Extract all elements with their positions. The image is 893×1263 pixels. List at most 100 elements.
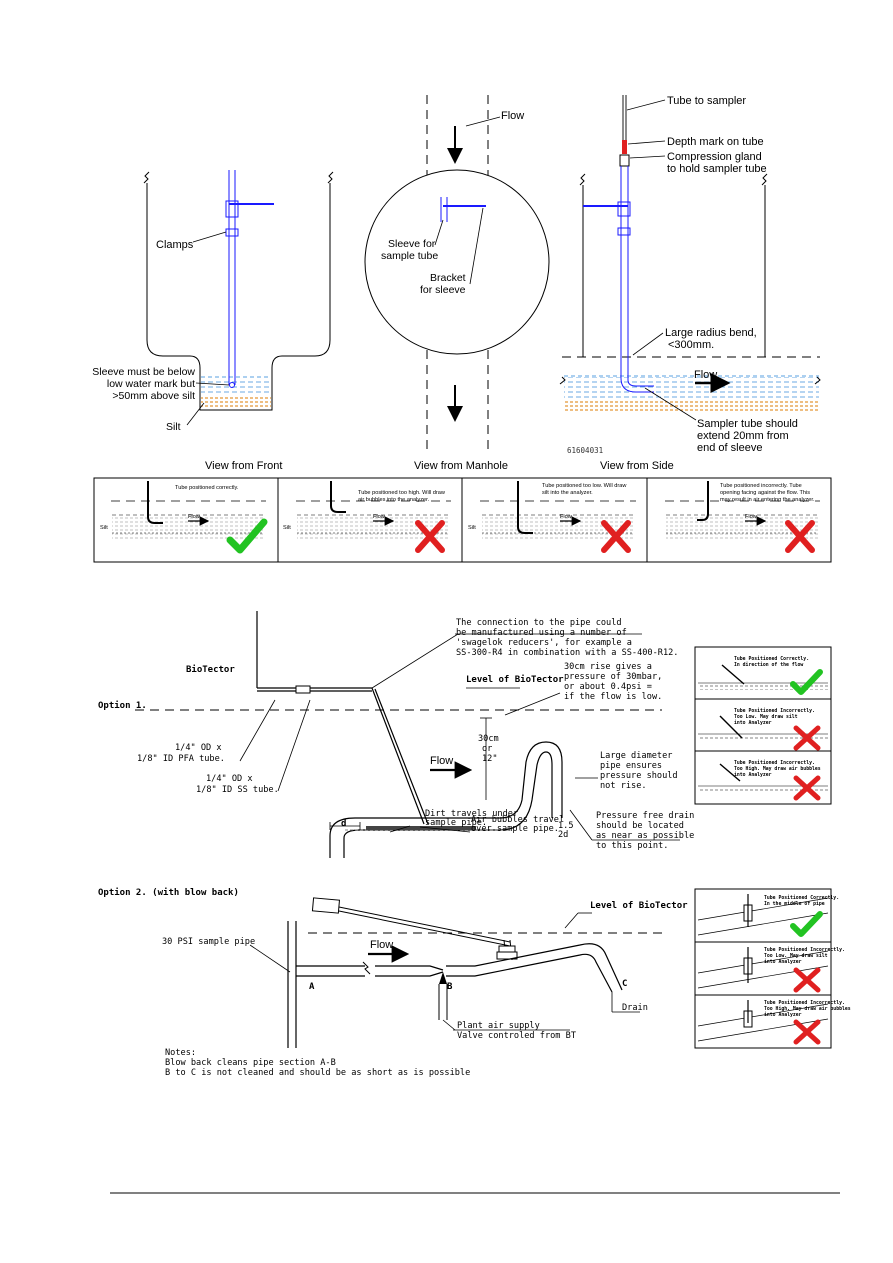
svg-text:1/8" ID SS tube.: 1/8" ID SS tube. (196, 785, 279, 795)
flow-label-option1: Flow (430, 755, 453, 767)
svg-text:should be located: should be located (596, 821, 684, 831)
view-manhole-caption: View from Manhole (414, 460, 508, 472)
svg-text:Too Low. May draw silt: Too Low. May draw silt (764, 953, 828, 959)
tube-to-sampler-label: Tube to sampler (667, 95, 746, 107)
drain-label: Drain (622, 1003, 648, 1013)
svg-text:extend 20mm from: extend 20mm from (697, 430, 789, 442)
svg-text:to this point.: to this point. (596, 841, 668, 851)
note-2: B to C is not cleaned and should be as s… (165, 1068, 470, 1078)
svg-text:to hold sampler tube: to hold sampler tube (667, 163, 767, 175)
dirt-label: Dirt travels under (425, 809, 518, 819)
svg-text:or about 0.4psi =: or about 0.4psi = (564, 682, 652, 692)
svg-text:In direction of the flow: In direction of the flow (734, 662, 803, 668)
pfa-tube-label: 1/4" OD x (175, 743, 222, 753)
svg-text:Tube Positioned Correctly.: Tube Positioned Correctly. (734, 656, 809, 662)
strip-note-3: Tube positioned too low. Will draw (542, 483, 627, 489)
figure-ref-number: 61604031 (567, 446, 603, 455)
biotector-label: BioTector (186, 664, 235, 675)
check-mark-icon (790, 911, 823, 937)
pressure-drain-note: Pressure free drain (596, 811, 694, 821)
cross-mark-icon (793, 775, 821, 801)
sleeve-label: Sleeve for (388, 238, 436, 250)
option1-check-panel: Tube Positioned Correctly. In direction … (694, 646, 832, 805)
svg-text:as near as possible: as near as possible (596, 831, 694, 841)
flow-label-manhole: Flow (501, 110, 524, 122)
check-mark-icon (790, 669, 823, 695)
svg-text:d: d (341, 819, 346, 829)
sleeve-below-label: Sleeve must be below (92, 366, 195, 378)
side-view: Flow Tube to sampler Depth mark on tube … (559, 95, 821, 472)
svg-text:In the middle of pipe: In the middle of pipe (764, 901, 825, 907)
svg-text:pressure of 30mbar,: pressure of 30mbar, (564, 672, 662, 682)
strip-note-1: Tube positioned correctly. (175, 485, 239, 491)
cross-mark-icon (415, 520, 445, 553)
svg-text:over sample pipe.: over sample pipe. (471, 824, 559, 834)
svg-text:opening facing against the flo: opening facing against the flow. This (720, 490, 810, 496)
svg-text:1/8" ID PFA tube.: 1/8" ID PFA tube. (137, 754, 225, 764)
svg-text:Silt: Silt (283, 525, 291, 531)
svg-text:C: C (622, 979, 627, 989)
silt-label: Silt (166, 421, 181, 433)
svg-text:Valve controled from BT: Valve controled from BT (457, 1031, 576, 1041)
bracket-label: Bracket (430, 272, 466, 284)
svg-text:for sleeve: for sleeve (420, 284, 466, 296)
strip-note-4: Tube positioned incorrectly. Tube (720, 483, 802, 489)
cross-mark-icon (785, 520, 815, 553)
svg-text:Tube Positioned Incorrectly.: Tube Positioned Incorrectly. (764, 947, 845, 953)
svg-text:sample pipe.: sample pipe. (425, 818, 487, 828)
ss-tube-label: 1/4" OD x (206, 774, 253, 784)
plant-air-label: Plant air supply (457, 1021, 540, 1031)
svg-text:low water mark but: low water mark but (107, 378, 195, 390)
svg-text:<300mm.: <300mm. (668, 339, 714, 351)
svg-text:SS-300-R4 in combination with: SS-300-R4 in combination with a SS-400-R… (456, 648, 678, 658)
svg-text:B: B (447, 982, 453, 992)
cross-mark-icon (793, 967, 821, 993)
svg-text:Too High. May draw air bubbles: Too High. May draw air bubbles (764, 1006, 851, 1012)
svg-text:into Analyzer: into Analyzer (734, 772, 772, 778)
rise-note: 30cm rise gives a (564, 662, 652, 672)
option2-check-panel: Tube Positioned Correctly. In the middle… (694, 888, 851, 1049)
svg-text:'swagelok reducers', for examp: 'swagelok reducers', for example a (456, 638, 632, 648)
svg-text:pressure should: pressure should (600, 771, 678, 781)
option2-diagram: Option 2. (with blow back) Level of BioT… (98, 887, 688, 1078)
cross-mark-icon (793, 1019, 821, 1045)
view-side-caption: View from Side (600, 460, 674, 472)
connection-note: The connection to the pipe could (456, 618, 622, 628)
cross-mark-icon (793, 725, 821, 751)
option2-title: Option 2. (with blow back) (98, 887, 239, 898)
svg-text:air bubbles into the analyzer.: air bubbles into the analyzer. (358, 497, 430, 503)
svg-text:Flow: Flow (373, 514, 386, 520)
manhole-view: Flow Sleeve for sample tube Bracket for … (364, 95, 550, 472)
level-biotector-label-2: Level of BioTector (590, 900, 688, 911)
option1-title: Option 1. (98, 700, 147, 711)
cross-mark-icon (601, 520, 631, 553)
option1-diagram: Option 1. BioTector Flow 30cm or 12" (98, 611, 694, 858)
svg-text:30cm: 30cm (478, 734, 499, 744)
large-diameter-note: Large diameter (600, 751, 672, 761)
svg-text:A: A (309, 982, 315, 992)
svg-text:Flow: Flow (560, 514, 573, 520)
strip-note-2: Tube positioned too high. Will draw (358, 490, 446, 496)
svg-text:into Analyzer: into Analyzer (764, 959, 802, 965)
depth-mark-label: Depth mark on tube (667, 136, 764, 148)
clamps-label: Clamps (156, 239, 194, 251)
svg-text:Too High. May draw air bubbles: Too High. May draw air bubbles (734, 766, 821, 772)
strip-panel-2: Flow Silt Tube positioned too high. Will… (283, 481, 451, 553)
svg-text:2d: 2d (558, 830, 568, 840)
svg-text:Silt: Silt (100, 525, 108, 531)
svg-text:1.5: 1.5 (558, 821, 574, 831)
svg-text:Tube Positioned Incorrectly.: Tube Positioned Incorrectly. (764, 1000, 845, 1006)
note-1: Blow back cleans pipe section A-B (165, 1058, 336, 1068)
notes-title: Notes: (165, 1048, 196, 1058)
air-bubbles-label: Air bubbles travel (471, 815, 564, 825)
svg-text:Tube Positioned Incorrectly.: Tube Positioned Incorrectly. (734, 760, 815, 766)
svg-text:>50mm above silt: >50mm above silt (112, 390, 195, 402)
svg-text:Tube Positioned Correctly.: Tube Positioned Correctly. (764, 895, 839, 901)
svg-text:silt into the analyzer.: silt into the analyzer. (542, 490, 593, 496)
svg-text:into Analyzer: into Analyzer (734, 720, 772, 726)
svg-text:12": 12" (482, 754, 498, 764)
svg-text:if the flow is low.: if the flow is low. (564, 692, 662, 702)
svg-text:pipe ensures: pipe ensures (600, 761, 662, 771)
level-biotector-label: Level of BioTector (466, 674, 564, 685)
